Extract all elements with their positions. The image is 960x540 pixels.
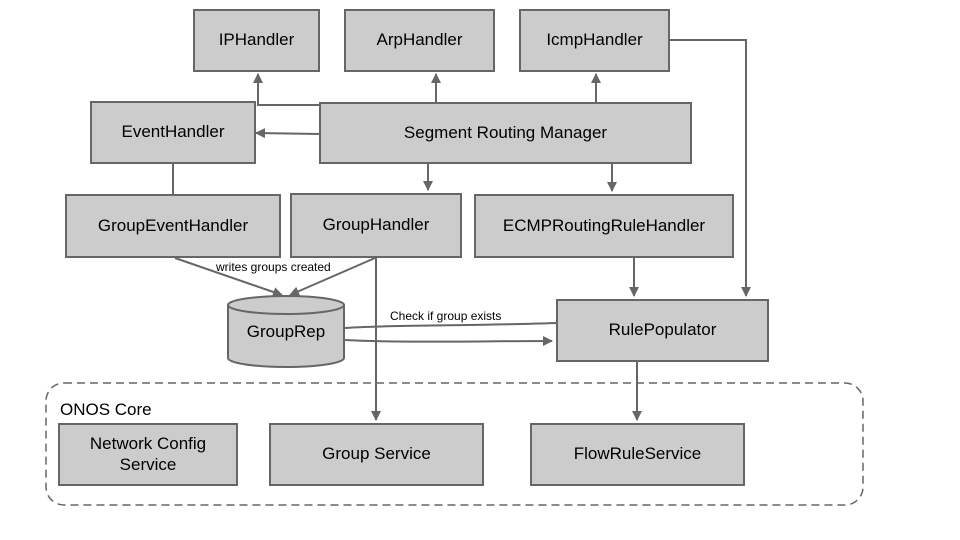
segment-routing-manager-box: Segment Routing Manager bbox=[319, 102, 692, 164]
writes-groups-created-label: writes groups created bbox=[216, 260, 331, 274]
grouphandler-box: GroupHandler bbox=[290, 193, 462, 258]
arphandler-label: ArpHandler bbox=[376, 30, 463, 50]
check-if-group-exists-label: Check if group exists bbox=[390, 309, 502, 323]
eventhandler-label: EventHandler bbox=[121, 122, 225, 142]
edge-srm-to-eventhandler bbox=[255, 128, 321, 139]
edge-srm-to-iphandler bbox=[253, 73, 320, 106]
rulepopulator-box: RulePopulator bbox=[556, 299, 769, 362]
edge-grouphandler-to-grouprep bbox=[289, 257, 376, 296]
network-config-service-box: Network Config Service bbox=[58, 423, 238, 486]
edge-rulepopulator-check-grouprep bbox=[336, 322, 557, 347]
group-service-box: Group Service bbox=[269, 423, 484, 486]
group-service-label: Group Service bbox=[322, 444, 431, 464]
edge-icmphandler-to-rulepopulator bbox=[670, 39, 751, 297]
segment-routing-manager-label: Segment Routing Manager bbox=[403, 122, 608, 142]
flowruleservice-box: FlowRuleService bbox=[530, 423, 745, 486]
iphandler-label: IPHandler bbox=[218, 30, 295, 50]
rulepopulator-label: RulePopulator bbox=[608, 320, 717, 340]
flowruleservice-label: FlowRuleService bbox=[573, 444, 702, 464]
onos-core-region bbox=[45, 382, 864, 506]
ecmproutingrulehandler-box: ECMPRoutingRuleHandler bbox=[474, 194, 734, 258]
groupeventhandler-label: GroupEventHandler bbox=[97, 215, 249, 235]
icmphandler-label: IcmpHandler bbox=[546, 30, 643, 50]
grouprep-cylinder bbox=[227, 295, 345, 368]
arphandler-box: ArpHandler bbox=[344, 9, 495, 72]
eventhandler-box: EventHandler bbox=[90, 101, 256, 164]
icmphandler-box: IcmpHandler bbox=[519, 9, 670, 72]
grouprep-label: GroupRep bbox=[246, 322, 326, 341]
groupeventhandler-box: GroupEventHandler bbox=[65, 194, 281, 258]
edge-groupeventhandler-to-grouprep bbox=[174, 257, 283, 297]
grouphandler-label: GroupHandler bbox=[322, 215, 430, 235]
onos-core-label: ONOS Core bbox=[60, 400, 152, 419]
network-config-service-label: Network Config Service bbox=[89, 434, 207, 474]
ecmproutingrulehandler-label: ECMPRoutingRuleHandler bbox=[502, 215, 706, 235]
iphandler-box: IPHandler bbox=[193, 9, 320, 72]
